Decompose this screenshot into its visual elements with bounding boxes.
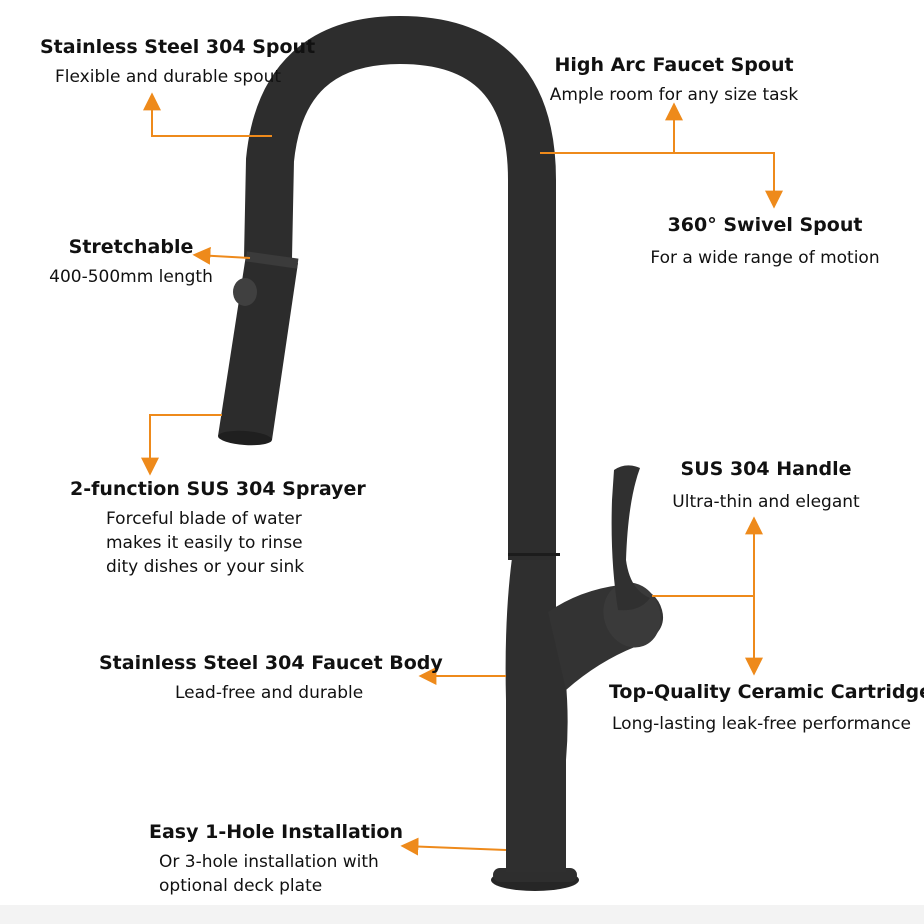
- callout-stretchable-desc: 400-500mm length: [49, 267, 213, 287]
- callout-cartridge-desc: Long-lasting leak-free performance: [612, 714, 912, 734]
- callout-sprayer: 2-function SUS 304 Sprayer Forceful blad…: [70, 477, 366, 579]
- callout-line-install: [400, 837, 507, 856]
- callout-swivel-title: 360° Swivel Spout: [667, 214, 863, 236]
- callout-stretchable-title: Stretchable: [68, 236, 194, 258]
- sprayer-nozzle: [218, 430, 272, 446]
- callout-handle-title: SUS 304 Handle: [680, 458, 852, 480]
- faucet-body: [505, 558, 568, 872]
- callout-high-arc-title: High Arc Faucet Spout: [554, 54, 794, 76]
- callout-line-stretchable: [192, 246, 251, 265]
- sprayer-head: [218, 255, 298, 440]
- callout-sprayer-title: 2-function SUS 304 Sprayer: [70, 478, 366, 500]
- callout-high-arc-desc: Ample room for any size task: [549, 85, 799, 105]
- callout-install: Easy 1-Hole Installation Or 3-hole insta…: [149, 820, 403, 898]
- bottom-strip: [0, 905, 924, 924]
- callout-install-desc-2: optional deck plate: [159, 876, 323, 896]
- handle-lever: [611, 465, 650, 611]
- callout-cartridge: Top-Quality Ceramic Cartridge Long-lasti…: [609, 680, 924, 736]
- callout-spout: Stainless Steel 304 Spout Flexible and d…: [40, 35, 315, 89]
- callout-handle-desc: Ultra-thin and elegant: [672, 492, 860, 512]
- callout-high-arc: High Arc Faucet Spout Ample room for any…: [548, 53, 800, 107]
- callout-body-desc: Lead-free and durable: [175, 683, 364, 703]
- callout-swivel-desc: For a wide range of motion: [650, 248, 880, 268]
- callout-sprayer-desc-3: dity dishes or your sink: [106, 557, 305, 577]
- callout-sprayer-desc-1: Forceful blade of water: [106, 509, 302, 529]
- callout-body: Stainless Steel 304 Faucet Body Lead-fre…: [99, 651, 443, 705]
- callout-sprayer-desc-2: makes it easily to rinse: [106, 533, 303, 553]
- sprayer-collar: [245, 251, 299, 269]
- callout-spout-title: Stainless Steel 304 Spout: [40, 36, 316, 58]
- callout-line-high-arc: [540, 102, 683, 154]
- callout-swivel: 360° Swivel Spout For a wide range of mo…: [630, 213, 900, 270]
- callout-spout-desc: Flexible and durable spout: [55, 67, 282, 87]
- callout-line-swivel: [674, 152, 783, 209]
- callout-line-handle: [652, 516, 763, 597]
- sprayer-button: [233, 278, 257, 306]
- body-seam: [508, 553, 560, 556]
- callout-line-spout: [143, 92, 272, 137]
- callout-install-title: Easy 1-Hole Installation: [149, 821, 404, 843]
- callout-cartridge-title: Top-Quality Ceramic Cartridge: [609, 681, 924, 703]
- callout-body-title: Stainless Steel 304 Faucet Body: [99, 652, 443, 674]
- callout-lines: [141, 92, 783, 856]
- callout-install-desc-1: Or 3-hole installation with: [159, 852, 379, 872]
- faucet-spout-arc: [244, 15, 556, 560]
- callout-stretchable: Stretchable 400-500mm length: [36, 235, 226, 289]
- callout-line-sprayer: [141, 414, 222, 476]
- callout-handle: SUS 304 Handle Ultra-thin and elegant: [660, 457, 872, 514]
